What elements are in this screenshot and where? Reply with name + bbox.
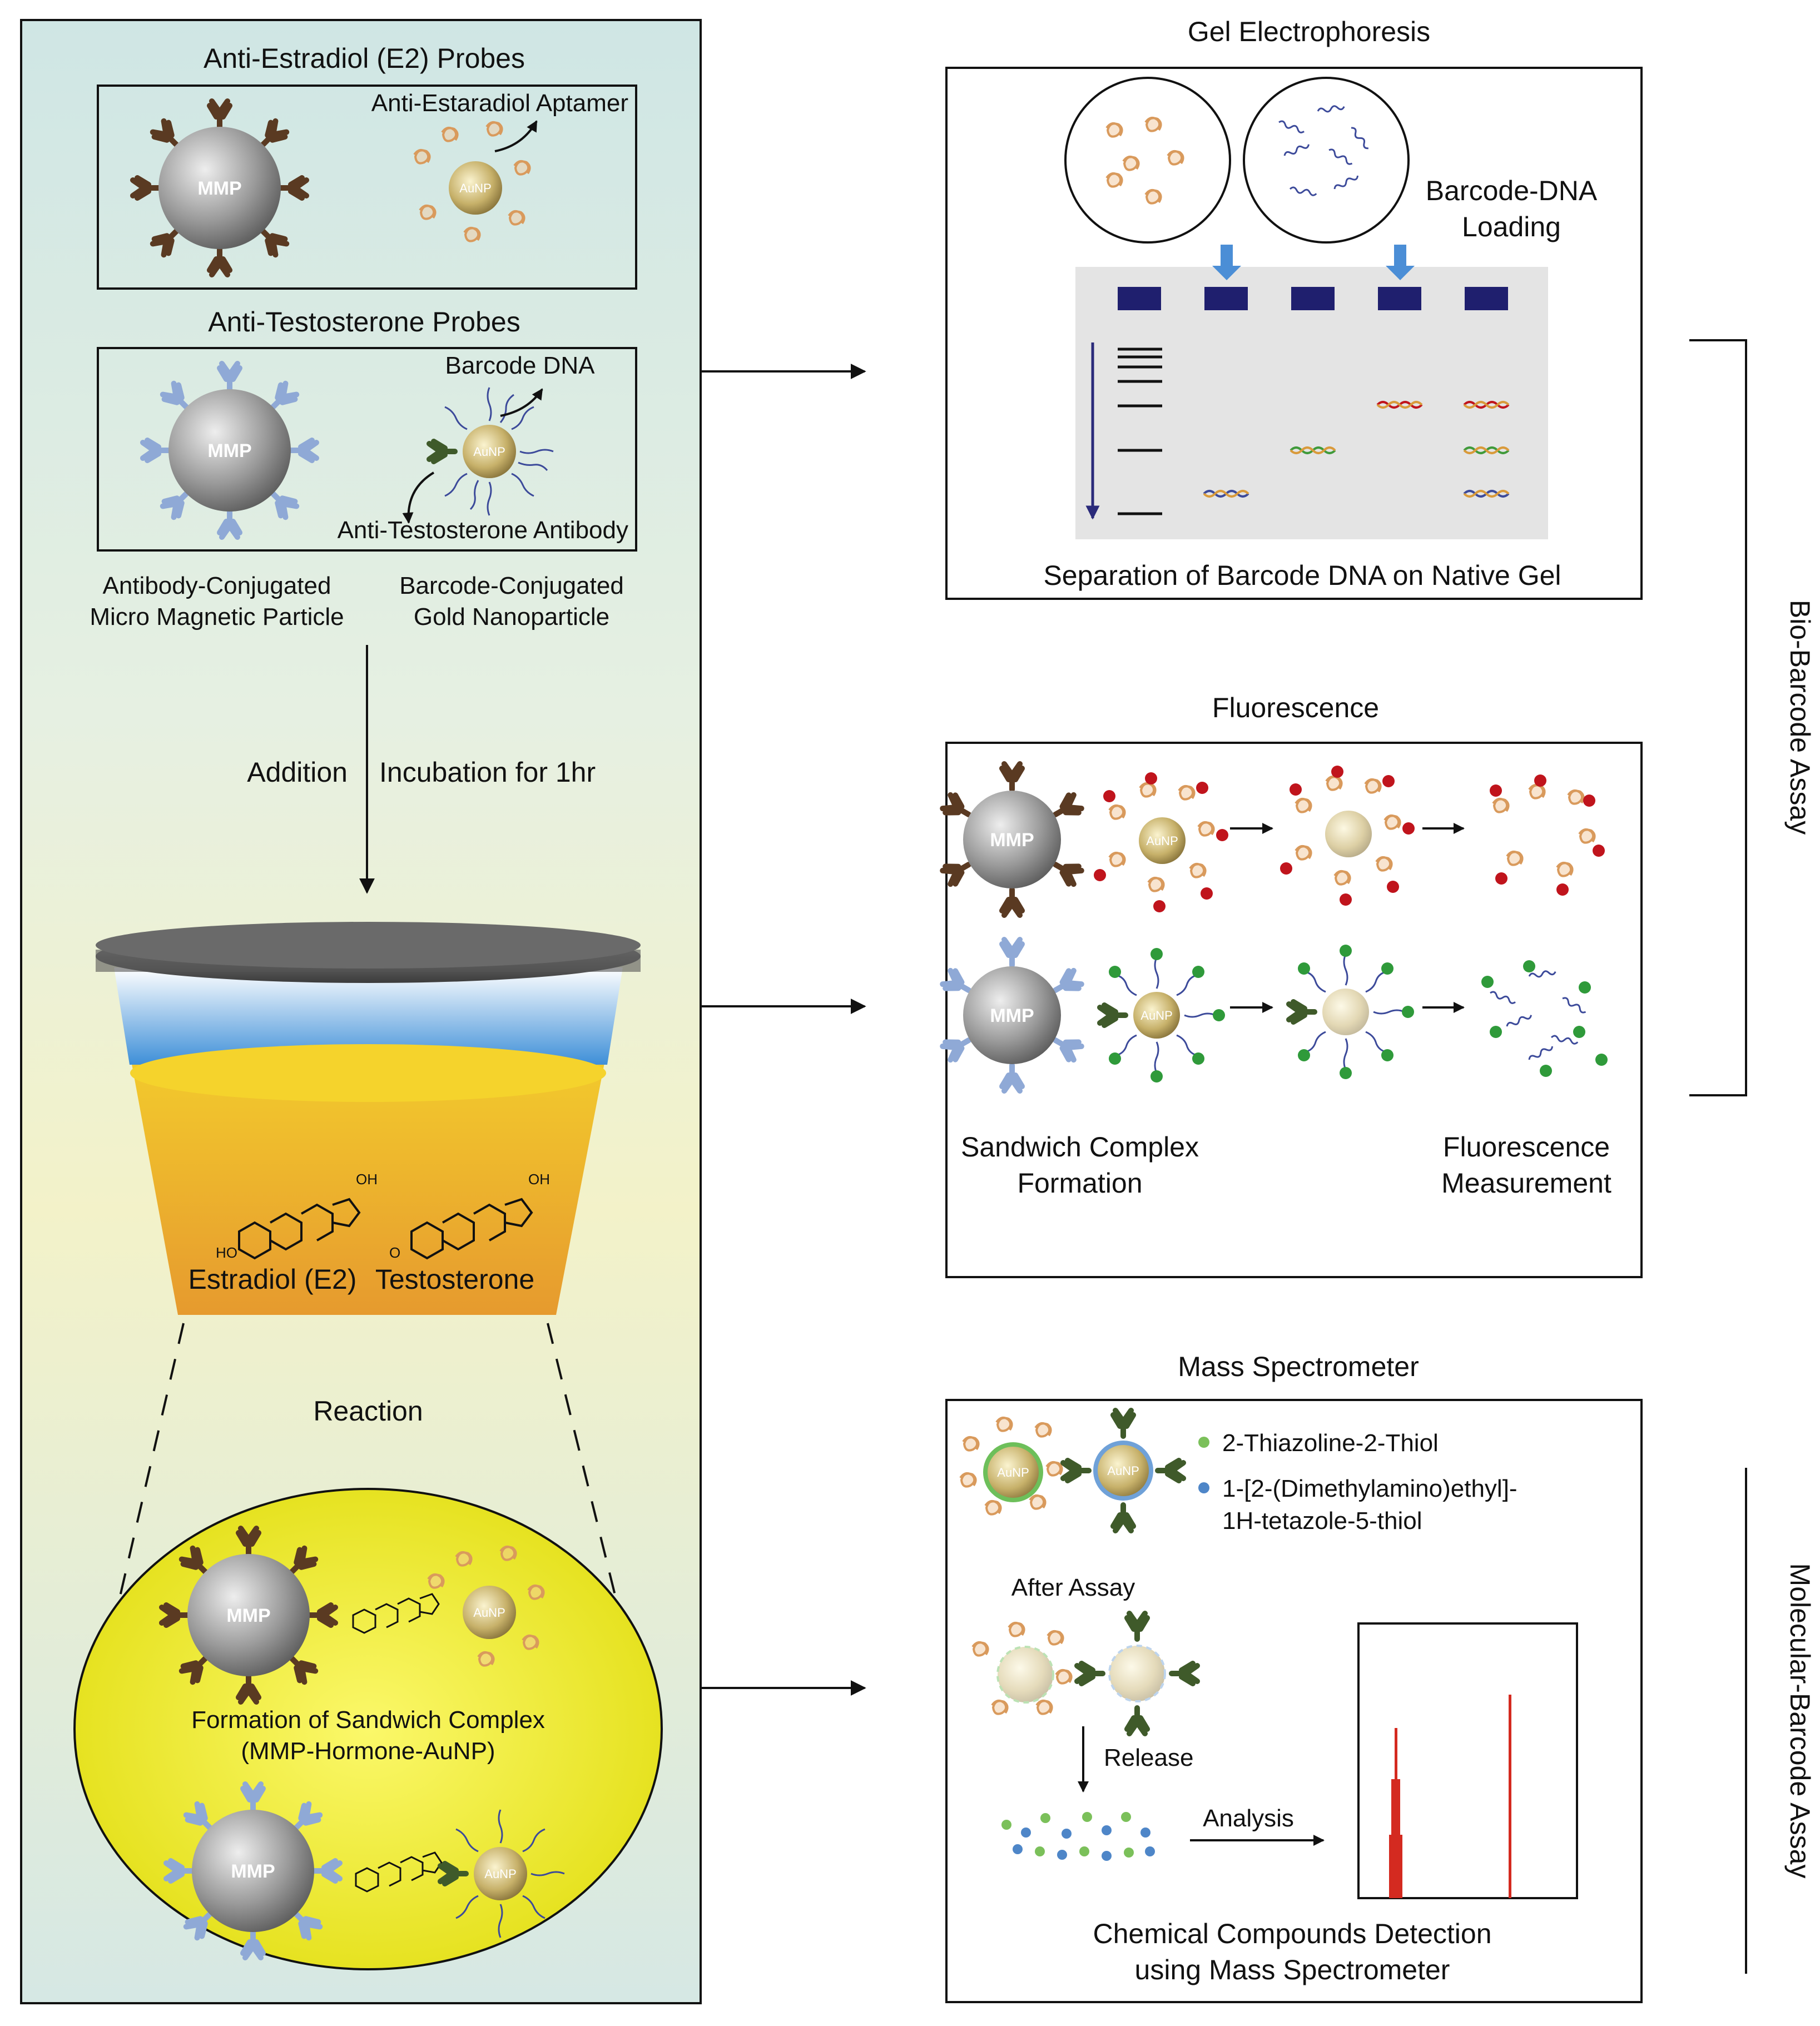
aunp-label: AuNP [473, 445, 505, 459]
fluor-row-e2: MMP AuNP [941, 764, 1605, 915]
mmp-caption-line1: Antibody-Conjugated [103, 572, 331, 599]
reaction-label: Reaction [313, 1396, 423, 1427]
aptamer-sample-circle [1064, 77, 1231, 244]
fluor-left-line1: Sandwich Complex [961, 1131, 1199, 1163]
mass-spec-caption-line2: using Mass Spectrometer [1135, 1954, 1450, 1985]
testosterone-o: O [389, 1244, 400, 1261]
mmp-label: MMP [990, 1005, 1034, 1026]
mmp-label: MMP [207, 440, 251, 461]
mmp-label: MMP [226, 1605, 270, 1626]
zoom-line-right [547, 1323, 621, 1616]
gel-well-5 [1465, 287, 1508, 310]
legend-dot-green [1198, 1437, 1209, 1448]
legend-dot-blue [1198, 1482, 1209, 1493]
testosterone-oh: OH [528, 1171, 550, 1188]
loading-arrow-1 [1212, 245, 1241, 280]
mass-spec-caption-line1: Chemical Compounds Detection [1093, 1918, 1491, 1949]
sandwich-complex-t: MMP AuNP [166, 1784, 565, 1958]
aunp-aptamer-e2: AuNP [413, 121, 531, 242]
aunp-label: AuNP [484, 1867, 516, 1881]
loading-arrow-2 [1386, 245, 1415, 280]
aunp-barcode-t: AuNP [429, 387, 554, 516]
gel-wells [1118, 287, 1508, 310]
gel-well-4 [1378, 287, 1421, 310]
coded-aunp-aptamer: AuNP [959, 1416, 1063, 1516]
mmp-caption-line2: Micro Magnetic Particle [90, 603, 344, 630]
antibody-pointer-arrow [402, 471, 435, 524]
released-aunp-antibody [1077, 1613, 1197, 1734]
gel-caption: Separation of Barcode DNA on Native Gel [1043, 560, 1561, 591]
legend-tetazole-line1: 1-[2-(Dimethylamino)ethyl]- [1222, 1475, 1518, 1502]
aunp-label: AuNP [473, 1606, 505, 1620]
mmp-label: MMP [231, 1861, 275, 1882]
loading-line2: Loading [1462, 211, 1561, 242]
release-label: Release [1104, 1744, 1193, 1771]
fluorescence-title: Fluorescence [1212, 692, 1379, 723]
barcode-dna-label: Barcode DNA [445, 352, 595, 379]
legend-tetazole-line2: 1H-tetazole-5-thiol [1222, 1507, 1422, 1535]
aunp-label: AuNP [1146, 834, 1178, 848]
mass-spectrum-plot [1357, 1622, 1578, 1899]
aptamer-pointer-arrow [494, 120, 538, 152]
estradiol-oh: OH [356, 1171, 378, 1188]
e2-aptamer-label: Anti-Estaradiol Aptamer [371, 90, 628, 117]
bio-barcode-bracket [1689, 339, 1747, 1096]
aunp-label: AuNP [997, 1466, 1029, 1479]
fluor-right-line2: Measurement [1441, 1168, 1611, 1199]
aunp-caption-line1: Barcode-Conjugated [399, 572, 624, 599]
ladder-bands [1118, 347, 1162, 515]
t-antibody-label: Anti-Testosterone Antibody [338, 517, 628, 544]
reaction-vessel [96, 922, 641, 1315]
estradiol-ho: HO [216, 1244, 237, 1261]
bio-barcode-label: Bio-Barcode Assay [1784, 600, 1816, 835]
t-probes-box [97, 347, 637, 552]
mmp-particle-t: MMP [143, 364, 316, 537]
gel-well-1 [1118, 287, 1161, 310]
gel-well-2 [1204, 287, 1248, 310]
barcode-pointer-arrow [500, 388, 543, 417]
testosterone-label: Testosterone [375, 1264, 534, 1295]
dna-bands [1203, 401, 1510, 498]
aunp-label: AuNP [1140, 1009, 1172, 1022]
loading-line1: Barcode-DNA [1426, 175, 1598, 206]
analysis-label: Analysis [1203, 1805, 1294, 1832]
zoom-line-left [115, 1323, 185, 1616]
coded-aunp-antibody: AuNP [1063, 1411, 1183, 1531]
addition-label: Addition [247, 757, 348, 788]
aunp-label: AuNP [459, 181, 491, 195]
testosterone-structure: O OH [389, 1171, 550, 1261]
gel-title: Gel Electrophoresis [1188, 16, 1430, 47]
legend-thiazoline: 2-Thiazoline-2-Thiol [1222, 1429, 1439, 1457]
spectrum-peak-2 [1509, 1695, 1511, 1898]
released-aunp-aptamer [971, 1621, 1073, 1715]
t-probes-title: Anti-Testosterone Probes [208, 306, 520, 337]
fluor-row-t: MMP AuNP [941, 940, 1608, 1091]
e2-probes-title: Anti-Estradiol (E2) Probes [204, 43, 525, 74]
fluor-right-line1: Fluorescence [1443, 1131, 1610, 1163]
molecular-barcode-label: Molecular-Barcode Assay [1784, 1563, 1816, 1879]
after-assay-label: After Assay [1011, 1574, 1135, 1601]
gel-well-3 [1291, 287, 1335, 310]
aunp-label: AuNP [1107, 1464, 1139, 1478]
sandwich-line2: (MMP-Hormone-AuNP) [241, 1737, 495, 1765]
mmp-particle-e2: MMP [133, 101, 306, 275]
spectrum-peak-1-base [1389, 1835, 1402, 1898]
estradiol-label: Estradiol (E2) [189, 1264, 357, 1295]
sandwich-complex-e2: MMP AuNP [162, 1528, 545, 1702]
sandwich-line1: Formation of Sandwich Complex [191, 1706, 545, 1734]
aunp-caption-line2: Gold Nanoparticle [414, 603, 609, 630]
released-molecules [1001, 1812, 1155, 1861]
mmp-label: MMP [990, 830, 1034, 851]
mmp-label: MMP [197, 178, 241, 199]
e2-probes-box [97, 85, 637, 290]
estradiol-structure: HO OH [216, 1171, 378, 1261]
dna-sample-circle [1243, 77, 1410, 244]
fluor-left-line2: Formation [1017, 1168, 1142, 1199]
incubation-label: Incubation for 1hr [379, 757, 596, 788]
mass-spec-title: Mass Spectrometer [1178, 1351, 1419, 1382]
